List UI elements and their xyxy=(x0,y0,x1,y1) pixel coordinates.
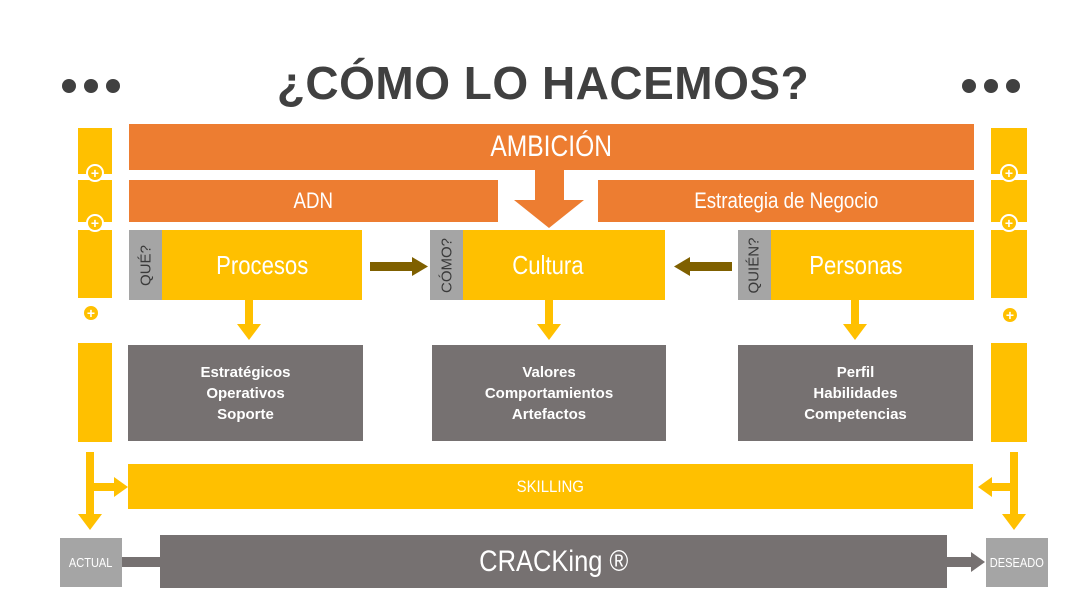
estrategia-label: Estrategia de Negocio xyxy=(694,188,878,213)
right-column-segment-4 xyxy=(991,343,1027,442)
cultura-item-1: Valores xyxy=(522,363,576,381)
deseado-arrow xyxy=(947,552,985,572)
left-connector-arrows xyxy=(78,452,128,530)
personas-item-2: Habilidades xyxy=(813,384,898,402)
dot-left-2 xyxy=(84,79,98,93)
cultura-tag: CÓMO? xyxy=(438,238,456,294)
procesos-item-3: Soporte xyxy=(217,405,274,423)
estrategia-bar: Estrategia de Negocio xyxy=(598,180,974,222)
personas-item-1: Perfil xyxy=(836,363,875,381)
procesos-down-arrow xyxy=(237,300,261,340)
personas-item-3: Competencias xyxy=(804,405,907,423)
left-plus-3: + xyxy=(82,304,100,322)
skilling-bar: SKILLING xyxy=(128,464,973,509)
cracking-label: CRACKing ® xyxy=(478,544,629,578)
left-plus-1: + xyxy=(86,164,104,182)
skilling-label: SKILLING xyxy=(516,476,585,496)
cultura-down-arrow xyxy=(537,300,561,340)
cultura-label-wrap: Cultura xyxy=(463,230,633,300)
cultura-item-3: Artefactos xyxy=(511,405,587,423)
dot-left-3 xyxy=(106,79,120,93)
left-column-segment-3 xyxy=(78,230,112,298)
dot-left-1 xyxy=(62,79,76,93)
dot-right-2 xyxy=(984,79,998,93)
adn-label: ADN xyxy=(293,188,334,213)
personas-label: Personas xyxy=(809,249,903,280)
personas-tag-box xyxy=(738,230,771,300)
cracking-bar: CRACKing ® xyxy=(160,535,947,588)
page-title: ¿CÓMO LO HACEMOS? xyxy=(276,57,810,109)
deseado-box: DESEADO xyxy=(986,538,1048,587)
procesos-items-box: Estratégicos Operativos Soporte xyxy=(128,345,363,441)
procesos-to-cultura-arrow xyxy=(370,257,428,276)
procesos-tag: QUÉ? xyxy=(137,245,155,286)
actual-connector xyxy=(122,557,162,567)
cultura-items-box: Valores Comportamientos Artefactos xyxy=(432,345,666,441)
cultura-tag-box xyxy=(430,230,463,300)
procesos-box xyxy=(129,230,362,300)
procesos-tag-box xyxy=(129,230,162,300)
dot-right-3 xyxy=(1006,79,1020,93)
ambicion-label: AMBICIÓN xyxy=(490,130,613,163)
personas-to-cultura-arrow xyxy=(674,257,732,276)
adn-bar: ADN xyxy=(129,180,498,222)
ambicion-bar: AMBICIÓN xyxy=(129,124,974,170)
right-plus-1: + xyxy=(1000,164,1018,182)
left-column-segment-4 xyxy=(78,343,112,442)
personas-down-arrow xyxy=(843,300,867,340)
cultura-item-2: Comportamientos xyxy=(484,384,614,402)
actual-box: ACTUAL xyxy=(60,538,122,587)
personas-tag: QUIÉN? xyxy=(745,237,763,294)
left-plus-2: + xyxy=(86,214,104,232)
personas-box xyxy=(738,230,974,300)
procesos-label-wrap: Procesos xyxy=(162,230,362,300)
personas-label-wrap: Personas xyxy=(771,230,941,300)
procesos-item-1: Estratégicos xyxy=(200,363,291,381)
dot-right-1 xyxy=(962,79,976,93)
deseado-label: DESEADO xyxy=(989,555,1045,570)
ambicion-down-arrow xyxy=(514,170,584,228)
personas-items-box: Perfil Habilidades Competencias xyxy=(738,345,973,441)
right-plus-2: + xyxy=(1000,214,1018,232)
actual-label: ACTUAL xyxy=(69,555,113,570)
cultura-label: Cultura xyxy=(512,249,584,280)
right-column-segment-3 xyxy=(991,230,1027,298)
cultura-box xyxy=(430,230,665,300)
right-connector-arrows xyxy=(978,452,1026,530)
right-plus-3: + xyxy=(1001,306,1019,324)
procesos-label: Procesos xyxy=(215,249,309,280)
procesos-item-2: Operativos xyxy=(206,384,285,402)
